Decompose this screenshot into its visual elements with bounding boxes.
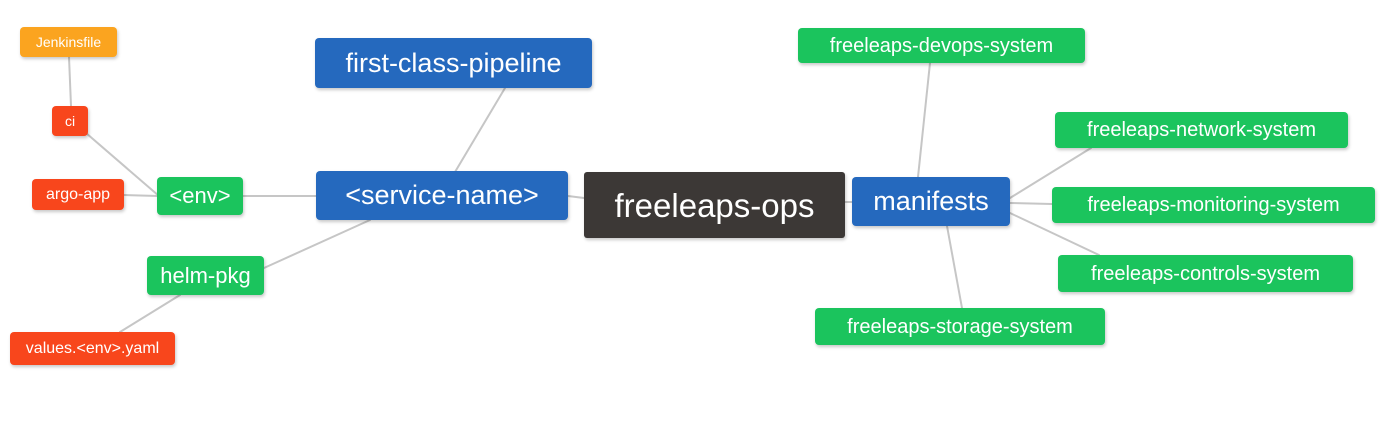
mindmap-node-monitoring-sys[interactable]: freeleaps-monitoring-system	[1052, 187, 1375, 223]
mindmap-node-root[interactable]: freeleaps-ops	[584, 172, 845, 238]
mindmap-node-storage-sys[interactable]: freeleaps-storage-system	[815, 308, 1105, 345]
mindmap-node-network-sys[interactable]: freeleaps-network-system	[1055, 112, 1348, 148]
mindmap-node-argo-app[interactable]: argo-app	[32, 179, 124, 210]
mindmap-node-devops-sys[interactable]: freeleaps-devops-system	[798, 28, 1085, 63]
mindmap-edge	[946, 225, 963, 309]
mindmap-edge	[263, 219, 371, 269]
mindmap-node-controls-sys[interactable]: freeleaps-controls-system	[1058, 255, 1353, 292]
mindmap-node-jenkinsfile[interactable]: Jenkinsfile	[20, 27, 117, 57]
mindmap-edge	[1009, 202, 1053, 205]
mindmap-edge	[454, 87, 506, 173]
mindmap-node-values-yaml[interactable]: values.<env>.yaml	[10, 332, 175, 365]
mindmap-edge	[917, 62, 931, 178]
mindmap-edge	[119, 294, 181, 333]
mindmap-node-pipeline[interactable]: first-class-pipeline	[315, 38, 592, 88]
mindmap-edge	[567, 195, 585, 199]
mindmap-node-env[interactable]: <env>	[157, 177, 243, 215]
mindmap-node-helm-pkg[interactable]: helm-pkg	[147, 256, 264, 295]
mindmap-edge	[123, 194, 159, 197]
mindmap-node-manifests[interactable]: manifests	[852, 177, 1010, 226]
mindmap-edge	[68, 56, 72, 107]
mindmap-node-service-name[interactable]: <service-name>	[316, 171, 568, 220]
mindmap-node-ci[interactable]: ci	[52, 106, 88, 136]
